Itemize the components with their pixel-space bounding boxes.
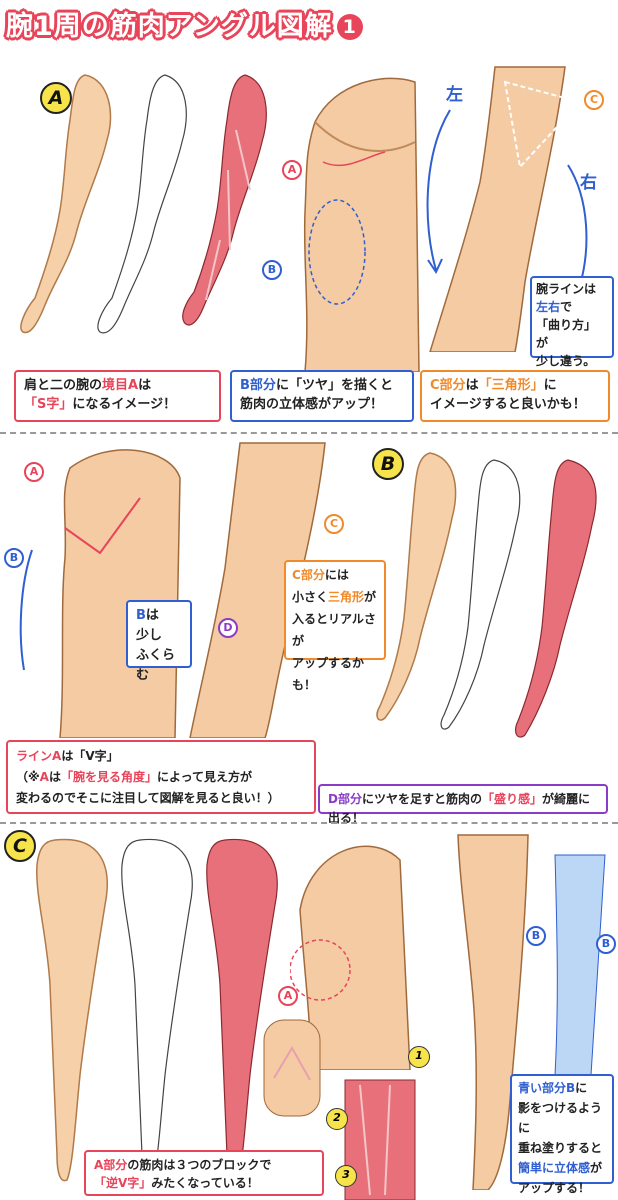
arm-a-line-illustration [97,74,187,334]
arm-c-skin-illustration [36,838,108,1182]
label-b-shoulder: B [262,260,282,280]
label-a-upperarm: A [24,462,44,482]
label-c-forearm: C [584,90,604,110]
arm-c-line-illustration [121,838,193,1182]
label-left: 左 [446,85,463,105]
forearm-closeup-illustration [429,66,575,352]
arrow-b-down [19,549,33,671]
label-right: 右 [580,173,597,193]
muscle-block-illustration [344,1079,416,1200]
note-v-line: ラインAは「V字」（※Aは「腕を見る角度」によって見え方が変わるのでそこに注目し… [6,740,316,814]
label-b-upperarm: B [4,548,24,568]
curve-arrow-right [567,164,588,286]
arm-b-line-illustration [440,459,521,730]
note-gloss-b: B部分に「ツヤ」を描くと筋肉の立体感がアップ！ [230,370,414,422]
note-triangle-c: C部分は「三角形」にイメージすると良いかも！ [420,370,610,422]
marker-2: 2 [326,1108,348,1130]
note-arm-line-curve: 腕ラインは左右で「曲り方」が少し違う。 [530,276,614,368]
section-b-badge: B [372,448,404,480]
upper-arm-closeup-illustration [59,449,181,738]
label-c-forearm-b: C [324,514,344,534]
note-b-bulge: Bは少しふくらむ [126,600,192,683]
label-b2-shadow: B [596,934,616,954]
note-blue-shadow: 青い部分Bに影をつけるように重ね塗りすると簡単に立体感がアップする！ [510,1074,614,1195]
section-a-badge: A [40,82,72,114]
label-b1-shadow: B [526,926,546,946]
note-d-gloss: D部分にツヤを足すと筋肉の「盛り感」が綺麗に出る！ [318,784,608,825]
inset-closeup-illustration [263,1019,321,1117]
section-c-badge: C [4,830,36,862]
curve-arrow-left [426,109,451,275]
divider-1 [0,432,618,434]
shoulder-c-closeup-illustration [290,845,411,1070]
arm-c-muscle-illustration [206,838,278,1182]
arm-b-muscle-illustration [514,459,597,738]
shoulder-closeup-illustration [303,77,420,372]
forearm-b-closeup-illustration [189,442,326,738]
title-number-badge: 1 [336,14,363,40]
note-c-triangle: C部分には小さく三角形が入るとリアルさがアップするかも！ [284,560,386,692]
note-inverted-v: A部分の筋肉は３つのブロックで「逆V字」みたくなっている！ [84,1150,324,1196]
arm-a-skin-illustration [20,74,112,334]
marker-1: 1 [408,1046,430,1068]
label-d-forearm: D [218,618,238,638]
label-a-shoulder: A [282,160,302,180]
arm-a-muscle-illustration [182,74,267,326]
marker-3: 3 [335,1165,357,1187]
arm-b-skin-illustration [376,452,457,721]
label-a-shoulder-c: A [278,986,298,1006]
note-s-curve: 肩と二の腕の境目Aは「S字」になるイメージ！ [14,370,221,422]
blue-shadow-illustration [554,854,606,1076]
divider-2 [0,822,618,824]
arm-c-back-closeup-illustration [457,834,529,1190]
